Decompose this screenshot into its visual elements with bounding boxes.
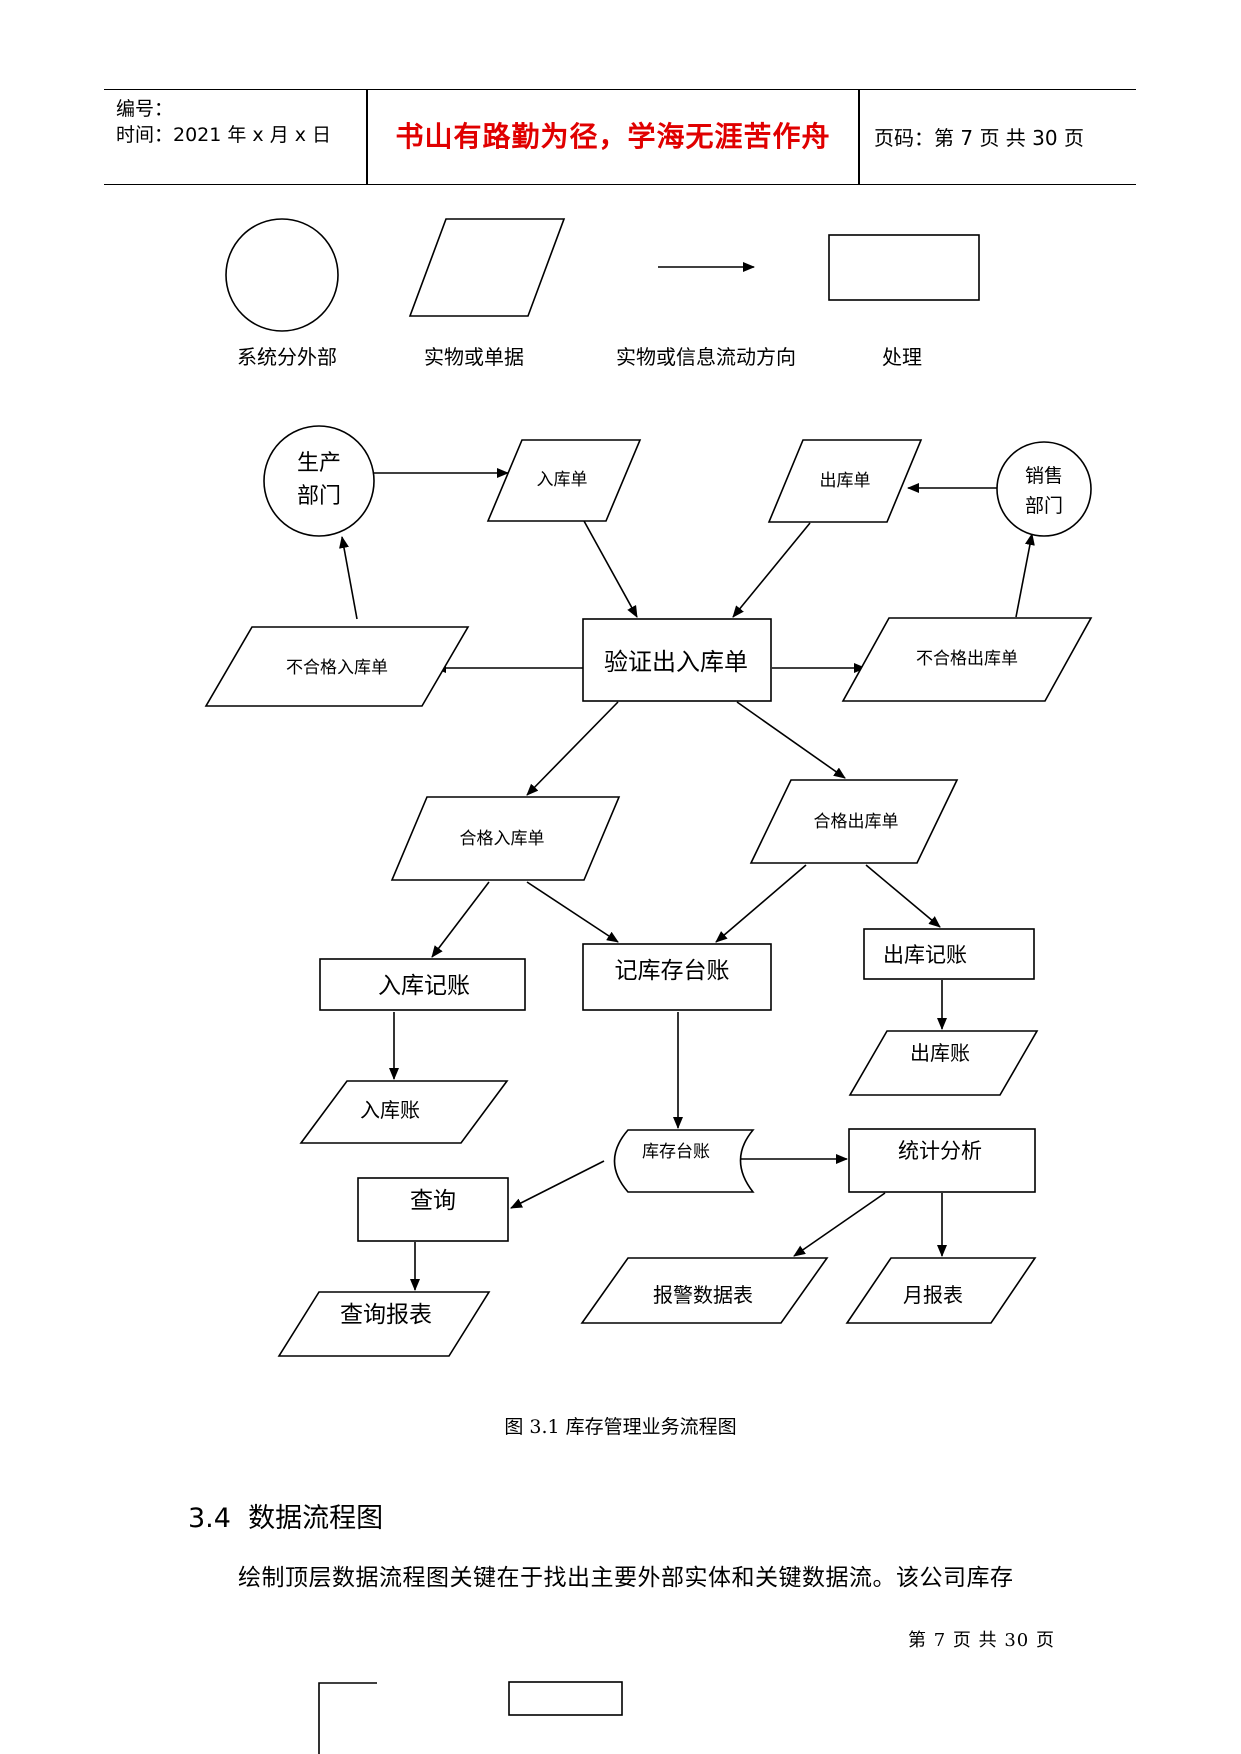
next-page-fragment — [318, 1681, 623, 1754]
next-page-box-fragment — [508, 1681, 623, 1716]
header-motto-cell: 书山有路勤为径，学海无涯苦作舟 — [368, 90, 858, 184]
body-paragraph: 绘制顶层数据流程图关键在于找出主要外部实体和关键数据流。该公司库存 — [238, 1565, 1014, 1591]
node-inbound-slip-label: 入库单 — [537, 470, 588, 490]
node-query-report: 查询报表 — [277, 1291, 491, 1357]
node-rejected-outbound: 不合格出库单 — [841, 617, 1093, 702]
page-footer: 第 7 页 共 30 页 — [908, 1630, 1055, 1651]
header-meta: 编号： 时间：2021 年 x 月 x 日 — [104, 90, 366, 184]
node-qualified-outbound: 合格出库单 — [749, 779, 959, 864]
legend-arrow-label: 实物或信息流动方向 — [616, 345, 796, 369]
document-time-label: 时间：2021 年 x 月 x 日 — [116, 124, 332, 146]
node-qualified-inbound: 合格入库单 — [390, 796, 621, 881]
edge-rejected-outbound-to-sales — [1015, 533, 1035, 618]
node-qualified-inbound-label: 合格入库单 — [460, 829, 545, 849]
node-inbound-posting: 入库记账 — [319, 958, 526, 1011]
flow-edges — [339, 468, 1035, 1291]
legend-parallelogram-label: 实物或单据 — [424, 345, 524, 369]
node-qualified-outbound-label: 合格出库单 — [814, 812, 899, 832]
edge-verify-to-qualified-inbound — [526, 701, 619, 796]
header-divider — [366, 90, 368, 184]
edge-qualified-outbound-to-outbound-posting — [865, 864, 941, 928]
node-rejected-inbound-label: 不合格入库单 — [286, 658, 388, 678]
edge-stock-ledger-to-query — [510, 1160, 605, 1209]
node-alarm-table-label: 报警数据表 — [653, 1283, 753, 1307]
node-query: 查询 — [357, 1177, 509, 1242]
legend-rectangle-label: 处理 — [882, 345, 922, 369]
node-stock-ledger-posting: 记库存台账 — [582, 943, 772, 1011]
node-production-dept-label-line2: 部门 — [297, 484, 341, 509]
edge-statistics-to-alarm-table — [793, 1192, 886, 1257]
node-outbound-posting: 出库记账 — [863, 928, 1035, 980]
node-sales-dept: 销售 部门 — [996, 441, 1092, 537]
header-page-cell: 页码：第 7 页 共 30 页 — [860, 90, 1136, 184]
legend: 系统分外部 实物或单据 实物或信息流动方向 处理 — [225, 218, 980, 369]
node-stock-ledger-label: 库存台账 — [642, 1142, 710, 1162]
node-sales-dept-label-line1: 销售 — [1025, 465, 1063, 487]
flow-nodes: 生产 部门 销售 部门 入库单 出库单 验证出入库单 不合格入库单 不合格出库单 — [204, 425, 1093, 1357]
legend-circle-symbol — [225, 218, 339, 332]
node-production-dept-label-line1: 生产 — [297, 451, 341, 476]
header-page-number: 页码：第 7 页 共 30 页 — [874, 126, 1084, 150]
node-monthly-report-label: 月报表 — [903, 1283, 963, 1307]
node-outbound-slip: 出库单 — [767, 439, 923, 523]
legend-rectangle-symbol — [828, 234, 980, 301]
edge-verify-to-qualified-outbound — [736, 701, 846, 779]
node-stock-ledger: 库存台账 — [613, 1129, 755, 1193]
node-rejected-outbound-label: 不合格出库单 — [916, 649, 1018, 669]
legend-parallelogram-symbol — [408, 218, 566, 317]
header-motto: 书山有路勤为径，学海无涯苦作舟 — [395, 120, 831, 153]
node-verify-label: 验证出入库单 — [604, 648, 748, 676]
edge-rejected-inbound-to-production — [339, 536, 358, 620]
edge-inbound-slip-to-verify — [583, 520, 638, 618]
document-number-label: 编号： — [116, 98, 174, 120]
node-production-dept: 生产 部门 — [263, 425, 375, 537]
edge-outbound-slip-to-verify — [732, 522, 811, 618]
edge-qualified-inbound-to-stock-posting — [526, 881, 619, 943]
node-inbound-posting-label: 入库记账 — [378, 973, 470, 999]
node-sales-dept-label-line2: 部门 — [1025, 495, 1063, 517]
section-heading: 3.4 数据流程图 — [188, 1496, 383, 1535]
node-outbound-ledger-label: 出库账 — [910, 1041, 970, 1065]
node-inbound-slip: 入库单 — [486, 439, 642, 522]
node-rejected-inbound: 不合格入库单 — [204, 626, 470, 707]
node-outbound-slip-label: 出库单 — [820, 471, 871, 491]
next-page-bracket-fragment — [318, 1682, 377, 1754]
node-query-report-label: 查询报表 — [340, 1302, 432, 1328]
node-outbound-ledger: 出库账 — [848, 1030, 1039, 1096]
node-outbound-posting-label: 出库记账 — [883, 943, 967, 967]
edge-qualified-outbound-to-stock-posting — [715, 864, 807, 943]
node-verify: 验证出入库单 — [582, 618, 772, 702]
section-number: 3.4 — [188, 1503, 231, 1534]
section-title: 数据流程图 — [248, 1503, 384, 1534]
node-inbound-ledger-label: 入库账 — [360, 1098, 420, 1122]
node-inbound-ledger: 入库账 — [299, 1080, 509, 1144]
node-stock-ledger-posting-label: 记库存台账 — [615, 958, 730, 984]
node-statistics: 统计分析 — [848, 1128, 1036, 1193]
node-statistics-label: 统计分析 — [898, 1139, 982, 1163]
figure-caption: 图 3.1 库存管理业务流程图 — [504, 1416, 737, 1438]
node-monthly-report: 月报表 — [845, 1257, 1037, 1324]
node-query-label: 查询 — [410, 1188, 456, 1214]
node-alarm-table: 报警数据表 — [580, 1257, 829, 1324]
header-divider — [858, 90, 860, 184]
legend-circle-label: 系统分外部 — [237, 345, 337, 369]
edge-qualified-inbound-to-inbound-posting — [431, 881, 490, 958]
document-header: 编号： 时间：2021 年 x 月 x 日 书山有路勤为径，学海无涯苦作舟 页码… — [104, 89, 1136, 185]
